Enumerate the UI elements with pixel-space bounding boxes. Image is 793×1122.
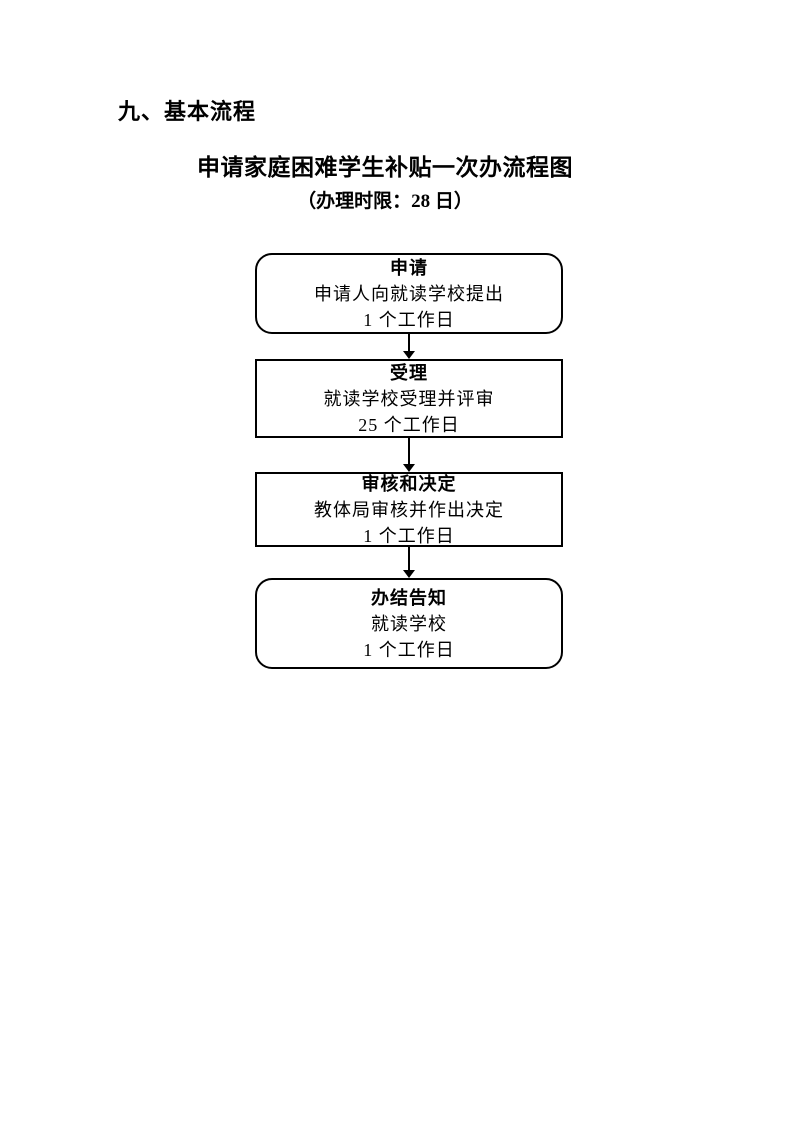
- flowchart-title: 申请家庭困难学生补贴一次办流程图: [197, 155, 573, 180]
- step-name: 办结告知: [371, 587, 447, 608]
- flow-step-accept: 受理 就读学校受理并评审 25 个工作日: [255, 359, 563, 438]
- step-duration: 1 个工作日: [363, 639, 455, 660]
- step-duration: 1 个工作日: [363, 309, 455, 330]
- step-name: 受理: [390, 362, 428, 383]
- step-detail: 教体局审核并作出决定: [314, 499, 504, 520]
- step-duration: 1 个工作日: [363, 525, 455, 546]
- flow-step-review-decide: 审核和决定 教体局审核并作出决定 1 个工作日: [255, 472, 563, 547]
- step-name: 审核和决定: [361, 473, 457, 494]
- flow-step-notify: 办结告知 就读学校 1 个工作日: [255, 578, 563, 669]
- arrow-down-icon: [403, 547, 415, 578]
- arrow-down-icon: [403, 334, 415, 359]
- flowchart: 申请 申请人向就读学校提出 1 个工作日 受理 就读学校受理并评审 25 个工作…: [255, 253, 563, 669]
- step-detail: 就读学校受理并评审: [323, 388, 495, 409]
- step-detail: 申请人向就读学校提出: [314, 283, 504, 304]
- flowchart-subtitle: （办理时限：28 日）: [297, 191, 473, 212]
- section-heading: 九、基本流程: [118, 99, 257, 124]
- step-name: 申请: [390, 257, 428, 278]
- step-detail: 就读学校: [371, 613, 447, 634]
- arrow-down-icon: [403, 438, 415, 472]
- flowchart-header: 申请家庭困难学生补贴一次办流程图 （办理时限：28 日）: [0, 152, 770, 214]
- flow-step-apply: 申请 申请人向就读学校提出 1 个工作日: [255, 253, 563, 334]
- step-duration: 25 个工作日: [358, 414, 460, 435]
